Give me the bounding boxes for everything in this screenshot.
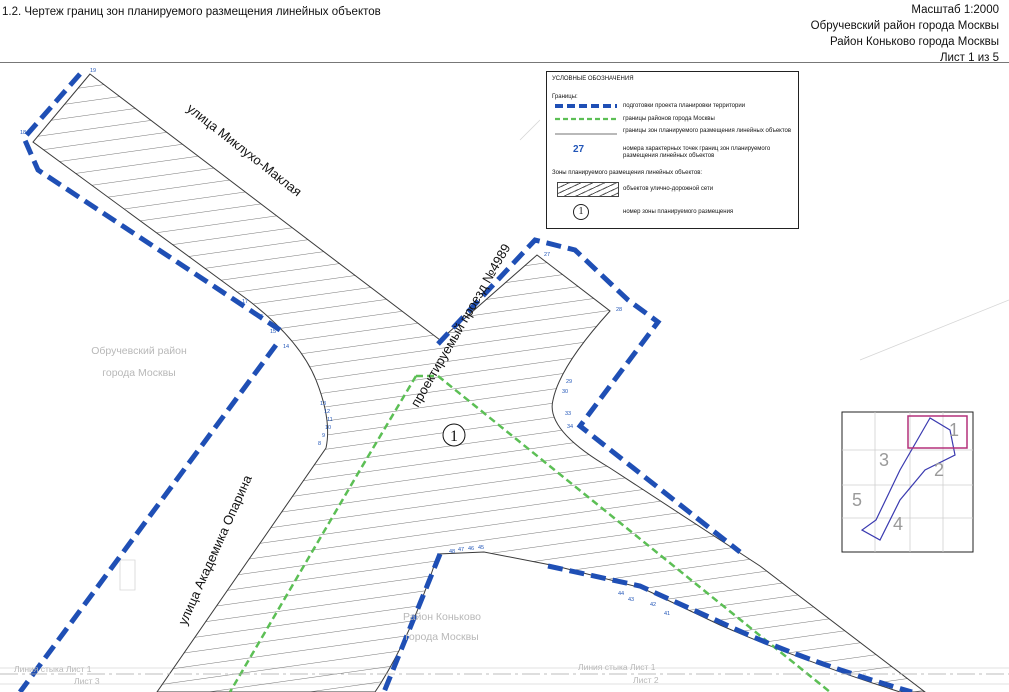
point-number: 19 [90,68,96,74]
key-active-sheet[interactable] [907,415,968,449]
drawing-title: 1.2. Чертеж границ зон планируемого разм… [2,6,381,18]
junction-label-right: Линия стыка Лист 1 [578,662,656,672]
point-number: 12 [324,409,330,415]
legend-boundaries-header: Границы: [552,94,578,100]
legend-zone-line-sample [555,133,617,135]
district-label-2: Район Коньково города Москвы [829,36,999,48]
district-obr-line2: города Москвы [102,367,175,379]
sheet-key-map[interactable]: 1 2 3 4 5 [841,411,974,553]
point-number: 8 [318,441,321,447]
point-number: 15 [270,329,276,335]
legend-road-text: объектов улично-дорожной сети [623,186,714,192]
point-number: 27 [544,252,550,258]
point-number: 42 [650,602,656,608]
point-number: 16 [257,314,263,320]
legend-zone-number-sample: 1 [573,204,589,220]
point-number: 18 [20,130,26,136]
district-obr-line1: Обручевский район [91,345,187,357]
point-number: 9 [322,433,325,439]
key-sheet-1[interactable]: 1 [949,420,959,440]
point-number: 41 [664,611,670,617]
point-number: 47 [458,547,464,553]
point-number: 29 [566,379,572,385]
legend-road-hatch-sample [557,182,619,197]
legend-point-number-sample: 27 [573,144,585,155]
legend-territory-text: подготовки проекта планировки территории [623,103,746,109]
point-number: 45 [478,545,484,551]
point-number: 30 [562,389,568,395]
point-number: 43 [628,597,634,603]
junction-label-left: Линия стыка Лист 1 [14,664,92,674]
legend-zones-header: Зоны планируемого размещения линейных об… [552,170,703,176]
territory-boundary-line [17,72,913,692]
district-kon-line2: города Москвы [405,631,478,643]
junction-sheet-left: Лист 3 [74,676,100,686]
junction-lines: Линия стыка Лист 1 Лист 3 Линия стыка Ли… [0,662,1009,686]
legend-point-number-text: номера характерных точек границ зон план… [623,146,771,159]
point-number: 11 [327,417,333,423]
point-number: 28 [616,307,622,313]
legend-title: УСЛОВНЫЕ ОБОЗНАЧЕНИЯ [552,76,634,82]
legend-district-sample [555,117,617,121]
district-label-1: Обручевский район города Москвы [810,20,999,32]
key-sheet-5[interactable]: 5 [852,490,862,510]
legend-zone-number-text: номер зоны планируемого размещения [623,209,734,215]
legend-district-text: границы районов города Москвы [623,116,715,122]
zone-number-marker[interactable]: 1 [442,423,466,447]
map-legend: УСЛОВНЫЕ ОБОЗНАЧЕНИЯ Границы: подготовки… [546,71,799,229]
point-number: 33 [565,411,571,417]
sheet-label: Лист 1 из 5 [939,52,999,64]
district-names: Обручевский район города Москвы Район Ко… [91,345,481,643]
point-number: 17 [242,299,248,305]
point-number: 46 [468,546,474,552]
legend-territory-sample [555,104,617,108]
point-number: 10 [325,425,331,431]
junction-sheet-right: Лист 2 [633,675,659,685]
title-block: Масштаб 1:2000 Обручевский район города … [811,2,999,66]
point-number: 48 [449,549,455,555]
point-number: 13 [320,401,326,407]
legend-zone-line-text: границы зон планируемого размещения лине… [623,128,792,134]
district-boundary-line [228,374,831,692]
point-number: 34 [567,424,573,430]
scale-label: Масштаб 1:2000 [911,4,999,16]
key-sheet-2[interactable]: 2 [934,460,944,480]
point-number: 14 [283,344,289,350]
key-sheet-4[interactable]: 4 [893,514,903,534]
zone-polygon[interactable] [32,73,926,692]
point-number: 44 [618,591,624,597]
zone-number-text: 1 [450,428,458,445]
key-sheet-3[interactable]: 3 [879,450,889,470]
header-divider [0,62,1009,63]
point-number-layer: 1918171615141312111098272829303334454647… [20,68,670,617]
district-kon-line1: Район Коньково [403,611,481,623]
